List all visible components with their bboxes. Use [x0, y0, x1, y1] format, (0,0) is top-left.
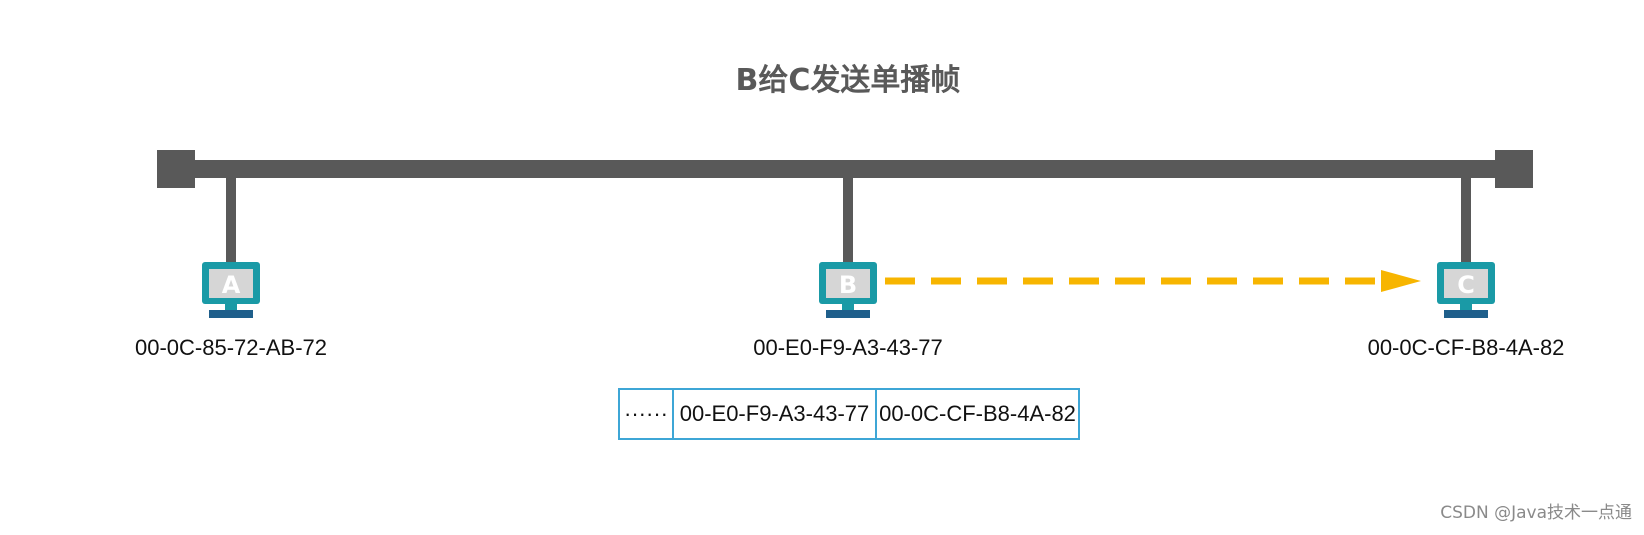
bus-terminator-right — [1495, 150, 1533, 188]
frame-field-source-mac: 00-E0-F9-A3-43-77 — [672, 390, 875, 438]
host-b-letter: B — [839, 271, 857, 299]
drop-line-a — [226, 176, 236, 262]
host-a-letter: A — [222, 271, 241, 299]
frame-field-destination-mac: 00-0C-CF-B8-4A-82 — [875, 390, 1078, 438]
ethernet-frame: ······ 00-E0-F9-A3-43-77 00-0C-CF-B8-4A-… — [618, 388, 1080, 440]
host-b-computer-icon: B — [819, 262, 877, 318]
drop-line-c — [1461, 176, 1471, 262]
host-a-mac-label: 00-0C-85-72-AB-72 — [135, 335, 327, 360]
host-b-mac-label: 00-E0-F9-A3-43-77 — [753, 335, 943, 360]
unicast-arrow-icon — [885, 270, 1421, 292]
host-c-mac-label: 00-0C-CF-B8-4A-82 — [1367, 335, 1565, 360]
host-c-letter: C — [1457, 271, 1475, 299]
diagram-title: B给C发送单播帧 — [735, 63, 961, 98]
bus-line — [180, 160, 1500, 178]
host-c-computer-icon: C — [1437, 262, 1495, 318]
host-a-computer-icon: A — [202, 262, 260, 318]
drop-line-b — [843, 176, 853, 262]
watermark: CSDN @Java技术一点通 — [1440, 503, 1632, 523]
frame-field-other: ······ — [624, 401, 668, 426]
